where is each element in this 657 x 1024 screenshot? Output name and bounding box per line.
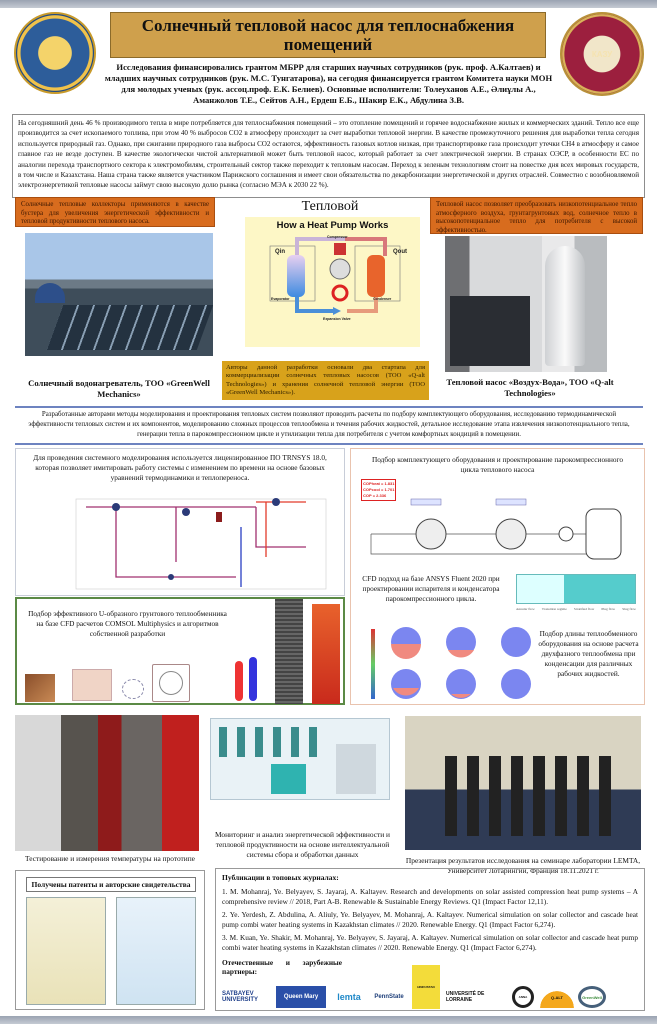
funding-text: Исследования финансировались грантом МБР… <box>104 62 553 105</box>
logo-text: КАЗУ <box>591 49 613 59</box>
label-q-in: Qin <box>275 249 285 255</box>
partner-logo-greenwell: GreenWell <box>578 986 606 1008</box>
partner-logo-pennstate: PennState <box>374 994 404 1000</box>
flow-regime-label: Slug flow <box>622 607 636 611</box>
label-compressor: Compressor <box>327 235 348 239</box>
cop-values: COPheat = 1.831 COPcool = 1.701 COP = 2.… <box>361 479 397 501</box>
condenser <box>367 255 385 297</box>
evaporator <box>287 255 305 297</box>
heat-pump-note: Тепловой насос позволяет преобразовать н… <box>430 197 643 234</box>
cop-cool: COPcool = 1.701 <box>363 487 395 492</box>
publication-item: 3. M. Kuan, Ye. Shakir, M. Mohanraj, Ye.… <box>222 933 638 952</box>
patents-title: Получены патенты и авторские свидетельст… <box>26 877 196 892</box>
partner-logo-lemta: lemta <box>337 992 361 1002</box>
pipe-section <box>122 679 144 699</box>
publications-box: Публикации в топовых журналах: 1. M. Moh… <box>215 868 645 1011</box>
bottom-band <box>0 1016 657 1024</box>
trnsys-panel: Для проведения системного моделирования … <box>15 448 345 596</box>
supply-pipe <box>235 661 243 701</box>
seminar-caption: Презентация результатов исследования на … <box>405 856 641 875</box>
vapor-cycle-text: Подбор комплектующего оборудования и про… <box>371 455 624 474</box>
two-phase-contours <box>371 627 531 699</box>
comsol-text: Подбор эффективного U-образного грунтово… <box>28 609 227 638</box>
solar-water-heater-photo <box>25 233 213 356</box>
methods-text: Разработанные авторами методы моделирова… <box>28 411 630 439</box>
cop-heat: COPheat = 1.831 <box>363 481 395 486</box>
ground-model <box>72 669 112 701</box>
publication-item: 2. Ye. Yerdesh, Z. Abdulina, A. Aliuly, … <box>222 910 638 929</box>
heat-pump-diagram: How a Heat Pump Works Compressor Evapora… <box>245 217 420 347</box>
flow-regime-label: Plug flow <box>601 607 616 611</box>
solar-collector-note: Солнечные тепловые коллекторы применяютс… <box>15 197 215 227</box>
publication-item: 1. M. Mohanraj, Ye. Belyayev, S. Jayaraj… <box>222 887 638 906</box>
label-expansion-valve: Expansion Valve <box>323 317 351 321</box>
trnsys-text: Для проведения системного моделирования … <box>33 453 327 482</box>
prototype-testing-photo <box>15 715 199 851</box>
heat-pump-section-title: Тепловой <box>301 199 359 214</box>
publications-title: Публикации в топовых журналах: <box>222 873 339 882</box>
partner-logo-anna: ANNA <box>512 986 534 1008</box>
lemta-seminar-photo <box>405 716 641 850</box>
heat-pump-cycle-svg <box>269 237 401 315</box>
diagram-title: How a Heat Pump Works <box>276 220 389 231</box>
partner-logo-lorraine: UNIVERSITÉ DE LORRAINE <box>446 991 485 1003</box>
partner-logo-qalt: Q-ALT <box>540 986 574 1008</box>
flow-regime-labels: Annular flow Transition regime Stratified … <box>516 607 636 611</box>
trnsys-model-diagram <box>75 498 327 590</box>
cycle-arrow-icon <box>331 284 349 302</box>
author-certificate <box>116 897 196 1005</box>
startups-note: Авторы данной разработки основали два ст… <box>222 361 429 400</box>
vapor-cycle-diagram <box>370 498 622 560</box>
intro-text: На сегодняшний день 46 % производимого т… <box>12 114 645 198</box>
solar-heater-caption: Солнечный водонагреватель, ТОО «GreenWel… <box>28 378 210 399</box>
mesh-model <box>275 599 303 704</box>
flow-regime-diagram <box>516 574 636 604</box>
heat-pump-caption: Тепловой насос «Воздух-Вода», ТОО «Q-alt… <box>446 377 614 398</box>
patent-certificate <box>26 897 106 1005</box>
university-logo-left <box>14 12 96 94</box>
kazu-logo: КАЗУ <box>560 12 644 96</box>
vapor-compression-panel: Подбор комплектующего оборудования и про… <box>350 448 645 705</box>
divider <box>15 406 643 408</box>
label-condenser: Condenser <box>373 297 392 301</box>
flow-regime-label: Annular flow <box>516 607 535 611</box>
partner-logo-hindustan: HINDUSTAN <box>412 965 440 1009</box>
borehole-section <box>152 664 190 702</box>
label-evaporator: Evaporator <box>271 297 290 301</box>
monitoring-dashboard-image <box>210 718 390 800</box>
divider <box>15 443 643 445</box>
partner-logo-satbayev: SATBAYEV UNIVERSITY <box>222 991 259 1003</box>
house-model <box>25 674 55 702</box>
comsol-panel: Подбор эффективного U-образного грунтово… <box>15 597 345 705</box>
partners-title: Отечественные и зарубежные партнеры: <box>222 958 342 976</box>
top-band <box>0 0 657 8</box>
flow-regime-label: Transition regime <box>541 607 567 611</box>
partner-logo-queen-mary: Queen Mary <box>276 986 326 1008</box>
temperature-field <box>312 604 340 704</box>
cfd-fluent-text: CFD подход на базе ANSYS Fluent 2020 при… <box>362 574 500 603</box>
length-selection-text: Подбор длины теплообменного оборудования… <box>538 629 639 678</box>
return-pipe <box>249 657 257 701</box>
patents-box: Получены патенты и авторские свидетельст… <box>15 870 205 1010</box>
flow-regime-label: Stratified flow <box>573 607 595 611</box>
cop-total: COP = 2.336 <box>363 493 387 498</box>
monitoring-caption: Мониторинг и анализ энергетической эффек… <box>215 830 390 859</box>
poster-title: Солнечный тепловой насос для теплоснабже… <box>110 12 546 58</box>
label-q-out: Qout <box>393 249 407 255</box>
testing-caption: Тестирование и измерения температуры на … <box>25 854 195 863</box>
air-water-heat-pump-photo <box>445 236 607 372</box>
